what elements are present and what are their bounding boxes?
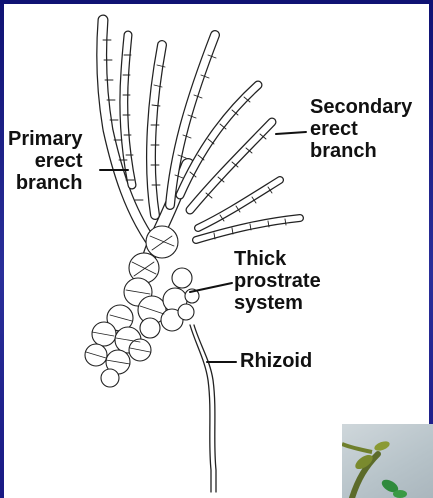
label-secondary-erect-branch: Secondary erect branch — [310, 96, 413, 162]
label-primary-erect-branch: Primary erect branch — [8, 128, 83, 194]
cell-septa — [102, 39, 287, 240]
erect-branches — [96, 14, 304, 246]
micrograph-photo-thumbnail — [342, 424, 433, 498]
rhizoid-filament — [189, 324, 212, 493]
label-thick-prostrate-system: Thick prostrate system — [234, 248, 321, 314]
leader-lines — [99, 131, 307, 363]
label-rhizoid: Rhizoid — [240, 350, 313, 372]
figure-panel — [4, 4, 429, 498]
